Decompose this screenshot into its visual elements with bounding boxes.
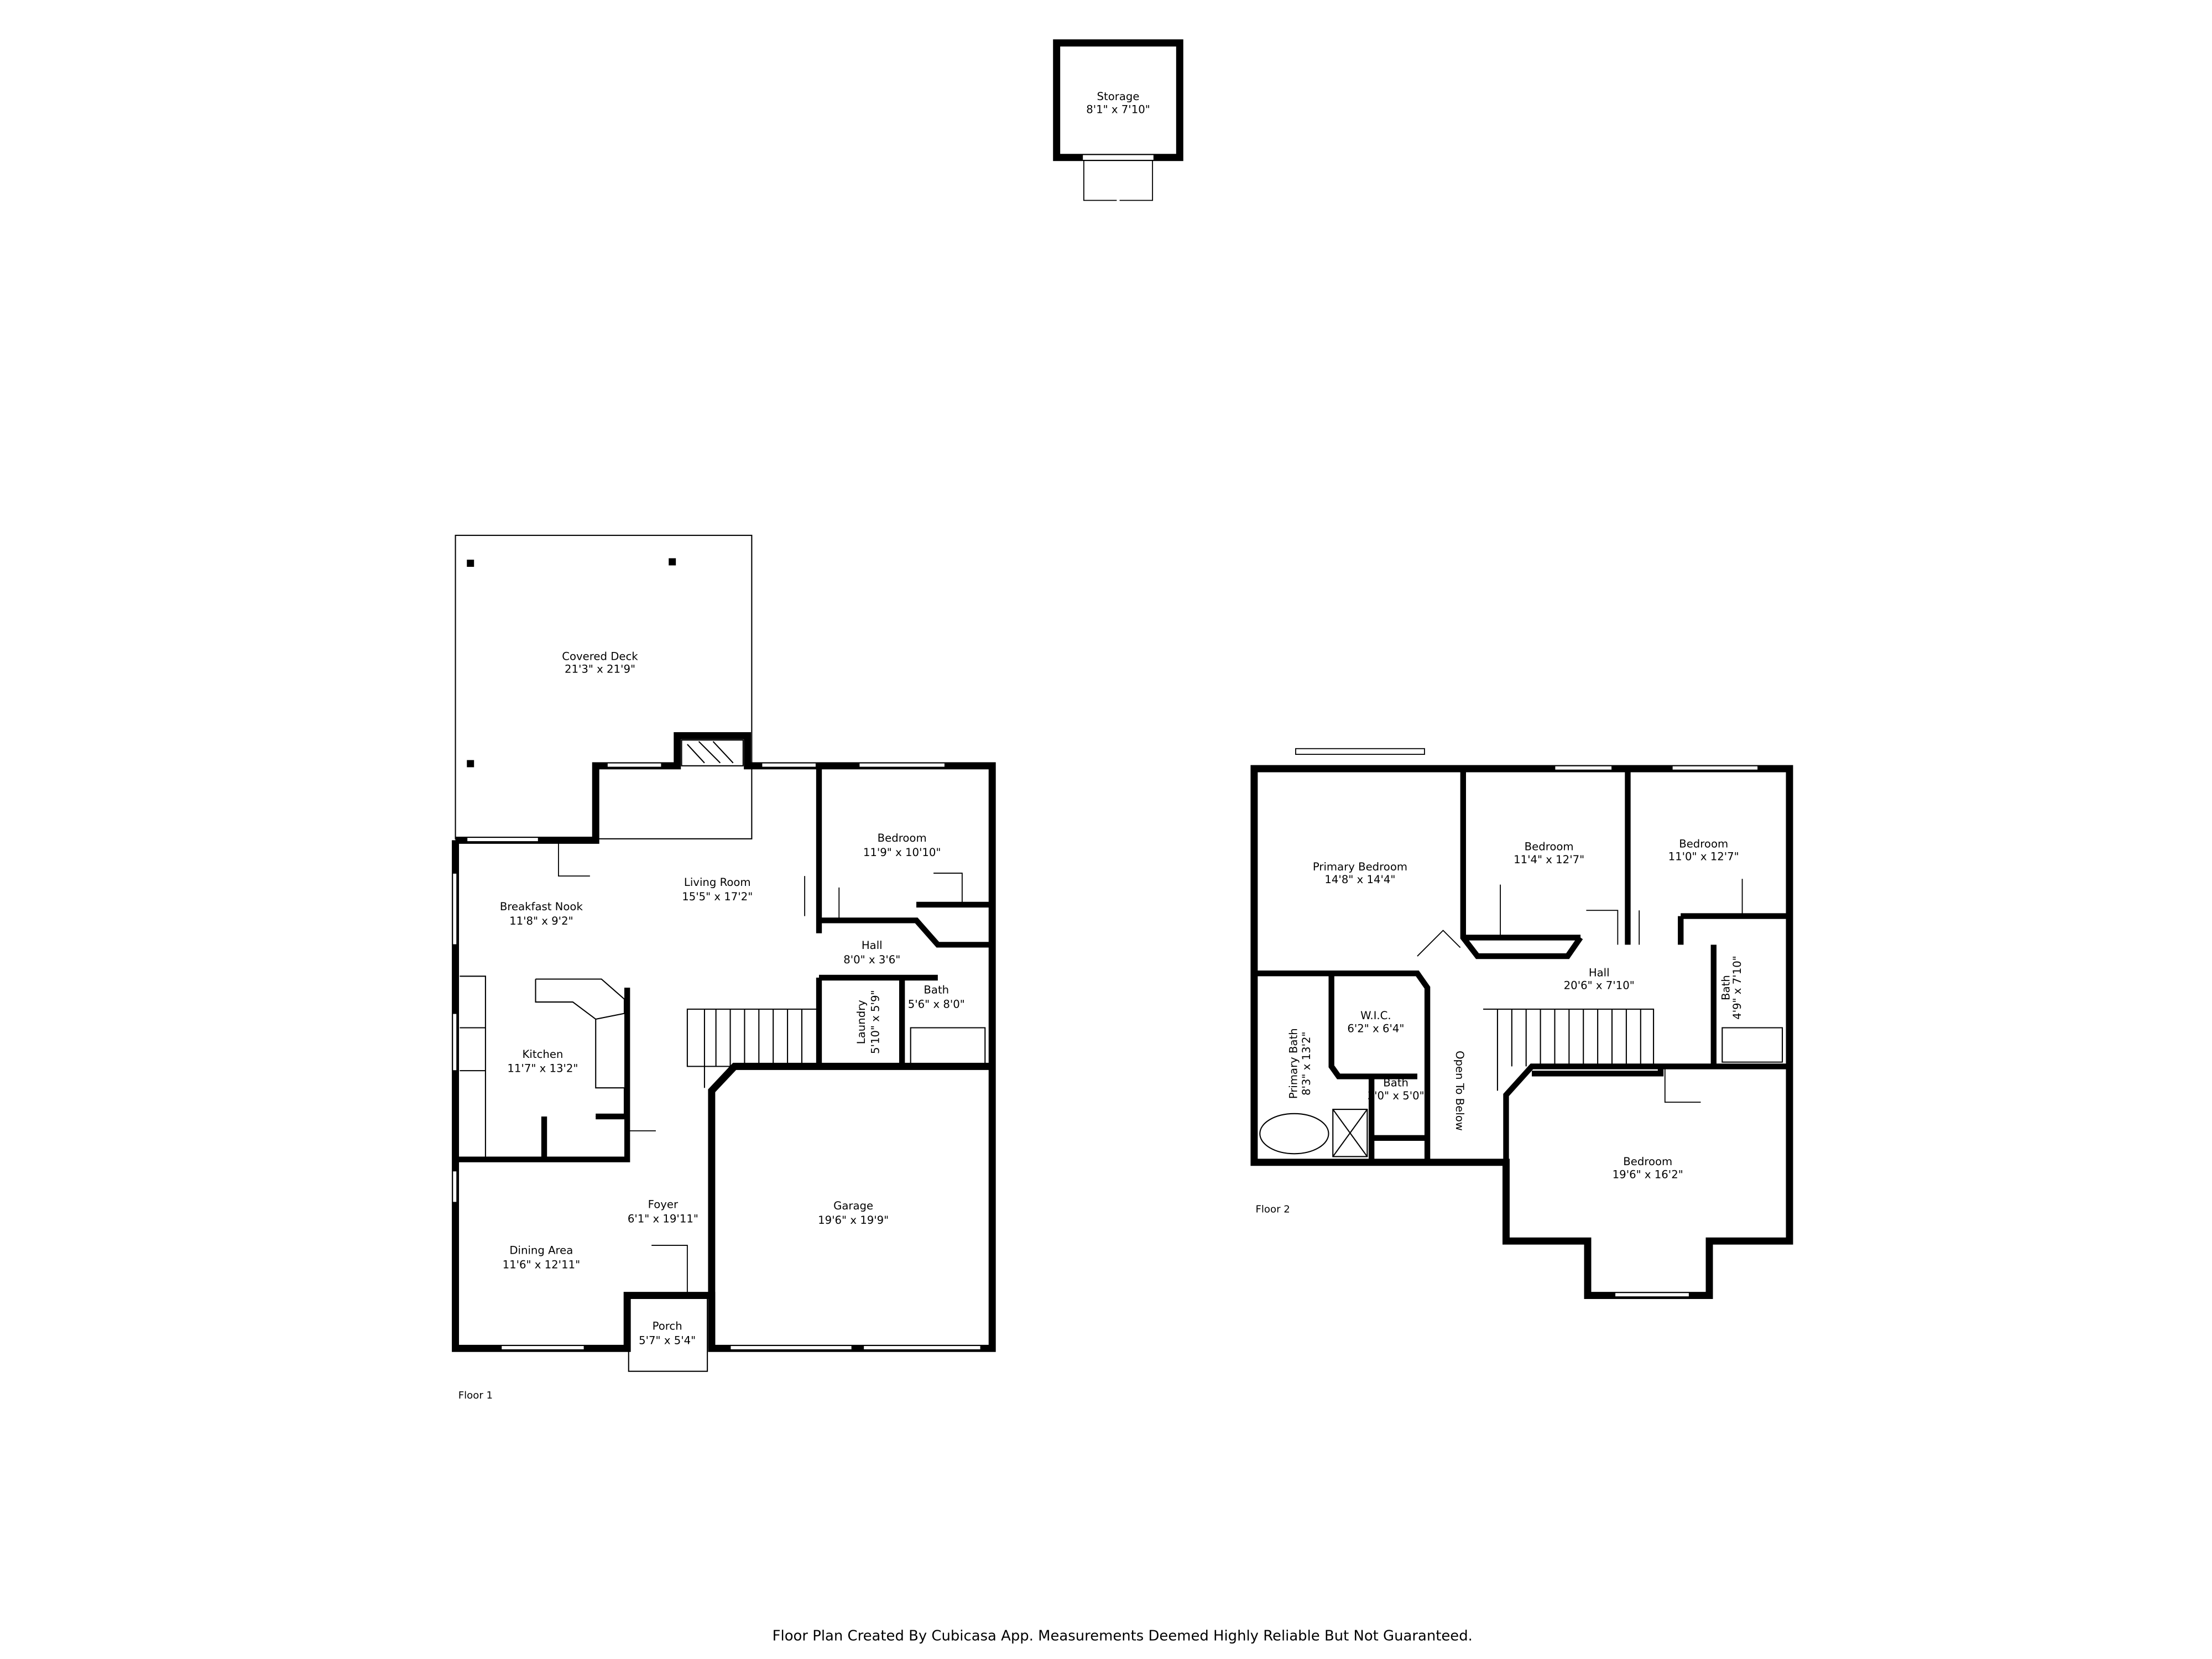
room-name: Garage <box>833 1199 873 1212</box>
room-name: Porch <box>653 1320 682 1333</box>
room-dims: 21'3" x 21'9" <box>565 663 635 676</box>
bathtub <box>1259 1113 1329 1155</box>
floor-2-plan: Primary Bedroom 14'8" x 14'4" Bedroom 11… <box>1250 748 1793 1300</box>
room-dims: 11'9" x 10'10" <box>863 846 941 859</box>
room-name: Laundry <box>855 1000 868 1044</box>
room-name: Hall <box>862 939 883 952</box>
room-name: Kitchen <box>523 1048 564 1061</box>
covered-deck-outline <box>455 535 753 839</box>
fireplace <box>681 739 744 766</box>
room-dims: 15'5" x 17'2" <box>682 890 753 903</box>
deck-post <box>467 560 474 567</box>
room-dims: 5'6" x 8'0" <box>908 998 965 1010</box>
room-dims: 8'3" x 13'2" <box>1300 1031 1313 1095</box>
room-dims: 6'1" x 19'11" <box>628 1213 698 1225</box>
room-name: Bath <box>1719 975 1732 1000</box>
room-name: Hall <box>1589 966 1610 979</box>
room-name: W.I.C. <box>1360 1009 1391 1022</box>
bathtub <box>1721 1027 1783 1063</box>
room-name: Bedroom <box>1623 1155 1672 1168</box>
deck-post <box>669 558 676 566</box>
room-dims: 14'8" x 14'4" <box>1324 873 1395 886</box>
bathtub <box>910 1027 986 1067</box>
floor-label: Floor 1 <box>458 1390 493 1401</box>
room-name: Storage <box>1097 90 1140 103</box>
room-dims: 11'7" x 13'2" <box>507 1062 578 1075</box>
room-name: Covered Deck <box>562 650 638 662</box>
room-dims: 20'6" x 7'10" <box>1564 979 1635 992</box>
storage-building: Storage 8'1" x 7'10" <box>1053 39 1183 201</box>
room-name: Open To Below <box>1453 1051 1466 1131</box>
kitchen-counter <box>460 975 486 1160</box>
room-name: Bath <box>924 983 949 996</box>
room-dims: 11'4" x 12'7" <box>1514 853 1584 866</box>
room-name: Dining Area <box>509 1244 573 1256</box>
room-name: Bedroom <box>1679 837 1728 850</box>
room-name: Living Room <box>684 876 751 889</box>
room-name: Bedroom <box>878 832 927 844</box>
room-dims: 8'1" x 7'10" <box>1086 103 1150 116</box>
room-dims: 8'0" x 3'6" <box>843 953 900 966</box>
room-name: Breakfast Nook <box>500 900 583 913</box>
room-dims: 6'2" x 6'4" <box>1347 1022 1404 1035</box>
room-dims: 11'0" x 12'7" <box>1668 851 1739 863</box>
room-dims: 19'6" x 19'9" <box>818 1214 889 1227</box>
room-dims: 11'8" x 9'2" <box>509 915 573 927</box>
room-name: Foyer <box>648 1198 679 1211</box>
room-dims: 4'9" x 7'10" <box>1731 956 1744 1020</box>
room-dims: 5'10" x 5'9" <box>869 990 882 1054</box>
shower <box>1332 1109 1368 1157</box>
room-name: Bedroom <box>1525 841 1574 853</box>
room-name: Primary Bedroom <box>1313 860 1407 873</box>
floor-1-plan: Covered Deck 21'3" x 21'9" Living Room 1… <box>452 535 996 1401</box>
room-dims: 19'6" x 16'2" <box>1613 1168 1683 1181</box>
room-dims: 3'0" x 5'0" <box>1368 1089 1425 1102</box>
room-dims: 5'7" x 5'4" <box>639 1334 696 1347</box>
stairs <box>1483 1008 1655 1091</box>
footer-disclaimer: Floor Plan Created By Cubicasa App. Meas… <box>773 1627 1473 1644</box>
deck-post <box>467 760 474 768</box>
room-name: Primary Bath <box>1287 1028 1300 1099</box>
porch-outline <box>628 1295 708 1372</box>
room-dims: 11'6" x 12'11" <box>503 1258 581 1271</box>
stairs <box>686 1008 820 1088</box>
floor-label: Floor 2 <box>1255 1203 1290 1215</box>
room-name: Bath <box>1383 1077 1408 1089</box>
kitchen-island <box>535 978 625 1118</box>
